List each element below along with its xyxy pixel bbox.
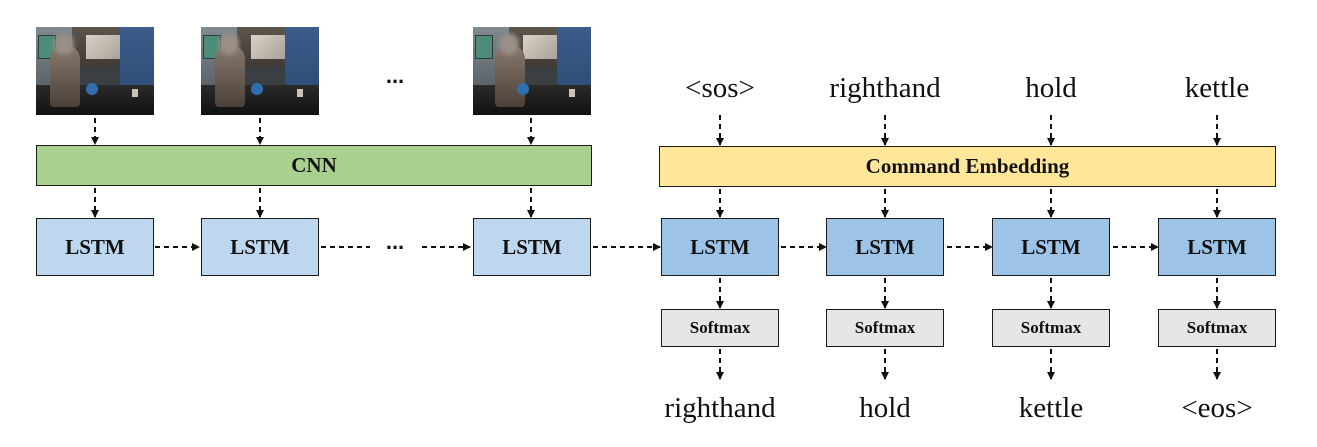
decoder-output-token-4: <eos> [1181, 392, 1253, 424]
frames-ellipsis: ... [385, 63, 405, 88]
cnn-block: CNN [36, 145, 592, 186]
softmax-1: Softmax [661, 309, 779, 347]
encoder-lstm-1: LSTM [36, 218, 154, 276]
video-frame-3 [473, 27, 591, 115]
decoder-input-token-4: kettle [1184, 72, 1250, 104]
softmax-3: Softmax [992, 309, 1110, 347]
softmax-2: Softmax [826, 309, 944, 347]
decoder-input-token-3: hold [1025, 72, 1077, 104]
command-embedding-block: Command Embedding [659, 146, 1276, 187]
video-frame-1 [36, 27, 154, 115]
decoder-output-token-2: hold [859, 392, 911, 424]
decoder-input-token-2: righthand [829, 72, 941, 104]
encoder-lstm-2: LSTM [201, 218, 319, 276]
decoder-lstm-1: LSTM [661, 218, 779, 276]
softmax-4: Softmax [1158, 309, 1276, 347]
decoder-output-token-1: righthand [664, 392, 776, 424]
decoder-lstm-3: LSTM [992, 218, 1110, 276]
encoder-lstm-ellipsis: ... [385, 229, 405, 254]
decoder-output-token-3: kettle [1018, 392, 1084, 424]
decoder-input-token-1: <sos> [685, 72, 755, 104]
video-frame-2 [201, 27, 319, 115]
encoder-lstm-3: LSTM [473, 218, 591, 276]
decoder-lstm-4: LSTM [1158, 218, 1276, 276]
decoder-lstm-2: LSTM [826, 218, 944, 276]
